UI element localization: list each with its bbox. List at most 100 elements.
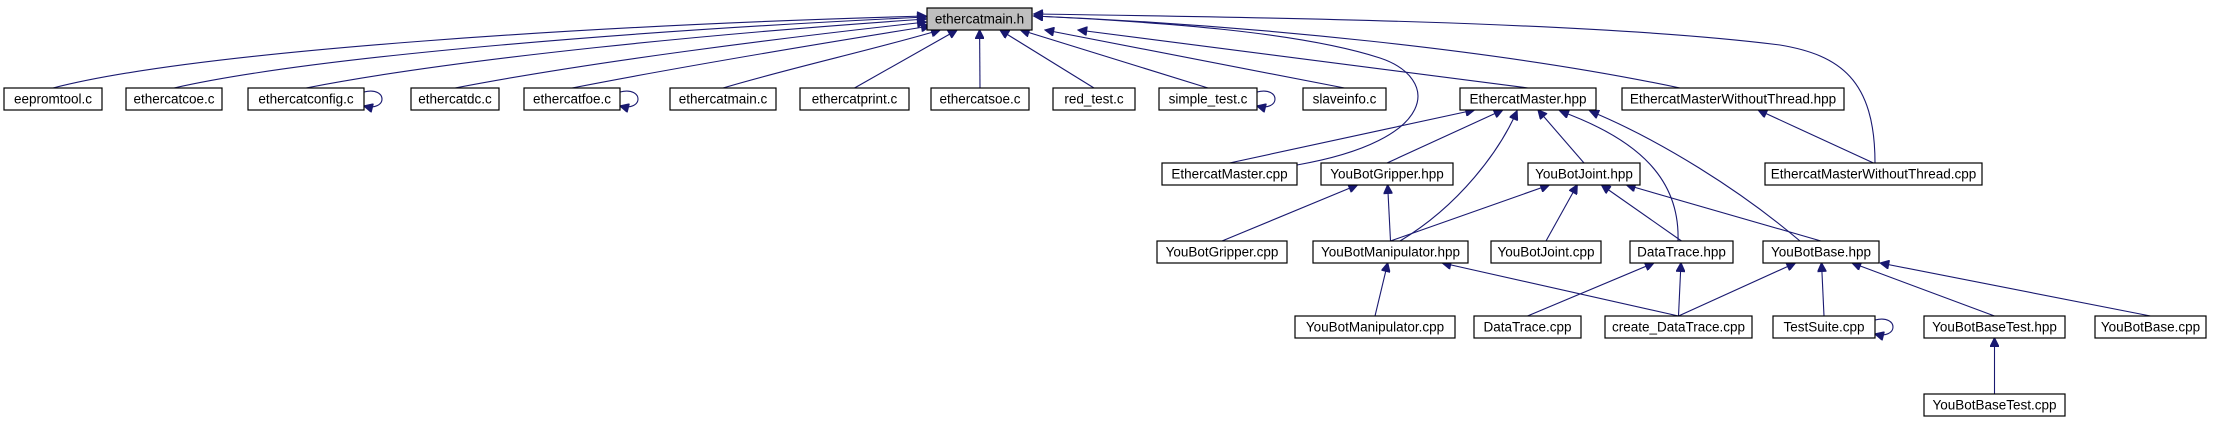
node-box <box>2094 315 2207 339</box>
node-DataTrace_hpp[interactable]: DataTrace.hpp <box>1629 240 1734 264</box>
node-ethercatprint_c[interactable]: ethercatprint.c <box>799 87 910 111</box>
node-box <box>1621 87 1845 111</box>
edge-TestSuite_cpp-to-TestSuite_cpp <box>1875 318 1894 335</box>
node-box <box>1312 240 1469 264</box>
node-EthercatMasterWithoutThread_cpp[interactable]: EthercatMasterWithoutThread.cpp <box>1764 162 1983 186</box>
node-label: EthercatMasterWithoutThread.hpp <box>1630 92 1836 107</box>
node-EthercatMaster_hpp[interactable]: EthercatMaster.hpp <box>1459 87 1597 111</box>
node-red_test_c[interactable]: red_test.c <box>1052 87 1136 111</box>
node-label: ethercatprint.c <box>812 92 898 107</box>
node-box <box>1923 315 2066 339</box>
edge-YouBotGripper_cpp-to-YouBotGripper_hpp <box>1221 185 1357 242</box>
edge-eepromtool_c-to-ethercatmain_h <box>52 16 926 89</box>
edge-create_DataTrace_cpp-to-YouBotBase_hpp <box>1678 263 1796 317</box>
node-ethercatdc_c[interactable]: ethercatdc.c <box>410 87 500 111</box>
node-label: ethercatmain.c <box>679 92 768 107</box>
node-box <box>1156 240 1288 264</box>
node-YouBotBaseTest_hpp[interactable]: YouBotBaseTest.hpp <box>1923 315 2066 339</box>
node-YouBotJoint_cpp[interactable]: YouBotJoint.cpp <box>1490 240 1602 264</box>
node-label: ethercatmain.h <box>935 12 1024 27</box>
edge-EthercatMasterWithoutThread_cpp-to-ethercatmain_h <box>1034 14 1876 164</box>
edge-YouBotBase_cpp-to-YouBotBase_hpp <box>1880 263 2151 317</box>
node-ethercatsoe_c[interactable]: ethercatsoe.c <box>930 87 1030 111</box>
node-box <box>3 87 103 111</box>
edges-layer <box>52 14 2151 394</box>
node-YouBotJoint_hpp[interactable]: YouBotJoint.hpp <box>1527 162 1641 186</box>
node-box <box>1764 162 1983 186</box>
node-label: slaveinfo.c <box>1313 92 1377 107</box>
node-label: ethercatcoe.c <box>133 92 214 107</box>
node-DataTrace_cpp[interactable]: DataTrace.cpp <box>1473 315 1582 339</box>
node-box <box>1052 87 1136 111</box>
node-box <box>926 7 1033 31</box>
node-YouBotManipulator_cpp[interactable]: YouBotManipulator.cpp <box>1294 315 1456 339</box>
node-label: YouBotGripper.cpp <box>1166 245 1279 260</box>
node-box <box>1320 162 1454 186</box>
node-ethercatcoe_c[interactable]: ethercatcoe.c <box>125 87 223 111</box>
node-label: eepromtool.c <box>14 92 92 107</box>
node-EthercatMaster_cpp[interactable]: EthercatMaster.cpp <box>1161 162 1298 186</box>
node-box <box>1158 87 1258 111</box>
node-box <box>1629 240 1734 264</box>
node-label: YouBotJoint.cpp <box>1497 245 1594 260</box>
node-label: YouBotManipulator.hpp <box>1321 245 1460 260</box>
edge-YouBotJoint_cpp-to-YouBotJoint_hpp <box>1545 185 1577 242</box>
node-label: YouBotBaseTest.cpp <box>1932 398 2056 413</box>
node-ethercatconfig_c[interactable]: ethercatconfig.c <box>247 87 365 111</box>
node-label: YouBotBase.cpp <box>2101 320 2200 335</box>
node-label: create_DataTrace.cpp <box>1612 320 1745 335</box>
edge-ethercatmain_c-to-ethercatmain_h <box>722 30 940 89</box>
node-box <box>1527 162 1641 186</box>
node-YouBotBaseTest_cpp[interactable]: YouBotBaseTest.cpp <box>1923 393 2066 417</box>
node-box <box>1490 240 1602 264</box>
node-box <box>669 87 777 111</box>
node-ethercatfoe_c[interactable]: ethercatfoe.c <box>523 87 621 111</box>
node-ethercatmain_c[interactable]: ethercatmain.c <box>669 87 777 111</box>
node-label: red_test.c <box>1064 92 1124 107</box>
node-label: ethercatfoe.c <box>533 92 611 107</box>
node-ethercatmain_h[interactable]: ethercatmain.h <box>926 7 1033 31</box>
node-YouBotGripper_hpp[interactable]: YouBotGripper.hpp <box>1320 162 1454 186</box>
node-box <box>1604 315 1753 339</box>
node-slaveinfo_c[interactable]: slaveinfo.c <box>1302 87 1387 111</box>
node-simple_test_c[interactable]: simple_test.c <box>1158 87 1258 111</box>
node-label: YouBotGripper.hpp <box>1330 167 1444 182</box>
edge-YouBotGripper_hpp-to-EthercatMaster_hpp <box>1386 110 1503 164</box>
edge-red_test_c-to-ethercatmain_h <box>1000 30 1095 89</box>
node-box <box>1923 393 2066 417</box>
node-box <box>1161 162 1298 186</box>
edge-YouBotManipulator_hpp-to-YouBotJoint_hpp <box>1390 185 1550 242</box>
node-create_DataTrace_cpp[interactable]: create_DataTrace.cpp <box>1604 315 1753 339</box>
node-EthercatMasterWithoutThread_hpp[interactable]: EthercatMasterWithoutThread.hpp <box>1621 87 1845 111</box>
node-label: YouBotJoint.hpp <box>1535 167 1633 182</box>
edge-ethercatconfig_c-to-ethercatmain_h <box>305 19 926 89</box>
node-YouBotBase_cpp[interactable]: YouBotBase.cpp <box>2094 315 2207 339</box>
edge-YouBotManipulator_hpp-to-EthercatMaster_hpp <box>1399 111 1517 242</box>
node-TestSuite_cpp[interactable]: TestSuite.cpp <box>1772 315 1876 339</box>
node-box <box>1473 315 1582 339</box>
node-eepromtool_c[interactable]: eepromtool.c <box>3 87 103 111</box>
edge-YouBotBase_hpp-to-YouBotJoint_hpp <box>1627 185 1822 242</box>
node-box <box>125 87 223 111</box>
node-YouBotManipulator_hpp[interactable]: YouBotManipulator.hpp <box>1312 240 1469 264</box>
node-box <box>930 87 1030 111</box>
edge-EthercatMasterWithoutThread_cpp-to-EthercatMasterWithoutThread_hpp <box>1758 110 1874 164</box>
node-label: DataTrace.cpp <box>1483 320 1571 335</box>
node-YouBotGripper_cpp[interactable]: YouBotGripper.cpp <box>1156 240 1288 264</box>
node-box <box>247 87 365 111</box>
nodes-layer: ethercatmain.h eepromtool.c ethercatcoe.c e… <box>3 7 2207 417</box>
node-label: EthercatMaster.cpp <box>1171 167 1287 182</box>
edge-YouBotJoint_hpp-to-EthercatMaster_hpp <box>1538 110 1585 164</box>
edge-EthercatMaster_cpp-to-EthercatMaster_hpp <box>1229 110 1475 164</box>
node-box <box>523 87 621 111</box>
node-label: TestSuite.cpp <box>1783 320 1864 335</box>
node-label: DataTrace.hpp <box>1637 245 1726 260</box>
edge-EthercatMasterWithoutThread_hpp-to-ethercatmain_h <box>1034 16 1681 89</box>
edge-ethercatcoe_c-to-ethercatmain_h <box>173 17 926 89</box>
node-YouBotBase_hpp[interactable]: YouBotBase.hpp <box>1762 240 1880 264</box>
edge-create_DataTrace_cpp-to-YouBotManipulator_hpp <box>1442 263 1679 317</box>
node-box <box>1302 87 1387 111</box>
node-label: ethercatconfig.c <box>258 92 354 107</box>
edge-slaveinfo_c-to-ethercatmain_h <box>1045 30 1345 89</box>
